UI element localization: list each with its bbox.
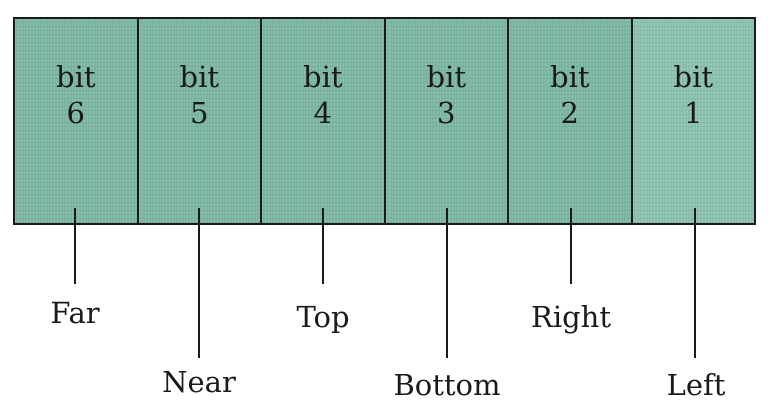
bit-cell-text: bit 4 [262,59,384,131]
bit-word: bit [550,60,590,94]
leader-line-right [570,208,572,284]
bit-cell-5: bit 5 [138,19,262,223]
bit-cell-text: bit 2 [509,59,631,131]
bit-cell-text: bit 3 [386,59,508,131]
leader-line-left [694,208,696,358]
bit-word: bit [673,60,714,94]
leader-line-near [198,208,200,358]
signal-label-top: Top [296,300,350,334]
bit-cell-text: bit 6 [15,59,137,131]
signal-label-bottom: Bottom [393,368,501,402]
bit-number: 1 [684,96,703,130]
signal-label-right: Right [530,300,612,334]
leader-line-bottom [446,208,448,358]
bit-word: bit [303,60,343,94]
leader-line-far [74,208,76,284]
bit-number: 4 [313,96,332,130]
signal-label-far: Far [50,296,100,330]
signal-label-left: Left [666,368,726,402]
bit-cell-1: bit 1 [632,19,755,223]
bit-cell-text: bit 5 [139,59,261,131]
bit-cell-3: bit 3 [385,19,509,223]
bit-number: 5 [190,96,209,130]
bit-cell-2: bit 2 [509,19,633,223]
bit-number: 6 [66,96,85,130]
bit-cell-4: bit 4 [262,19,386,223]
bit-cell-text: bit 1 [633,59,755,131]
signal-label-near: Near [162,365,236,399]
bit-word: bit [179,60,220,94]
bit-number: 3 [437,96,456,130]
bit-number: 2 [560,96,579,130]
bit-word: bit [426,60,467,94]
bit-cell-6: bit 6 [15,19,139,223]
leader-line-top [322,208,324,284]
bit-word: bit [56,60,96,94]
bit-register: bit 6 bit 5 bit 4 bit 3 bit 2 bit 1 [13,17,756,225]
